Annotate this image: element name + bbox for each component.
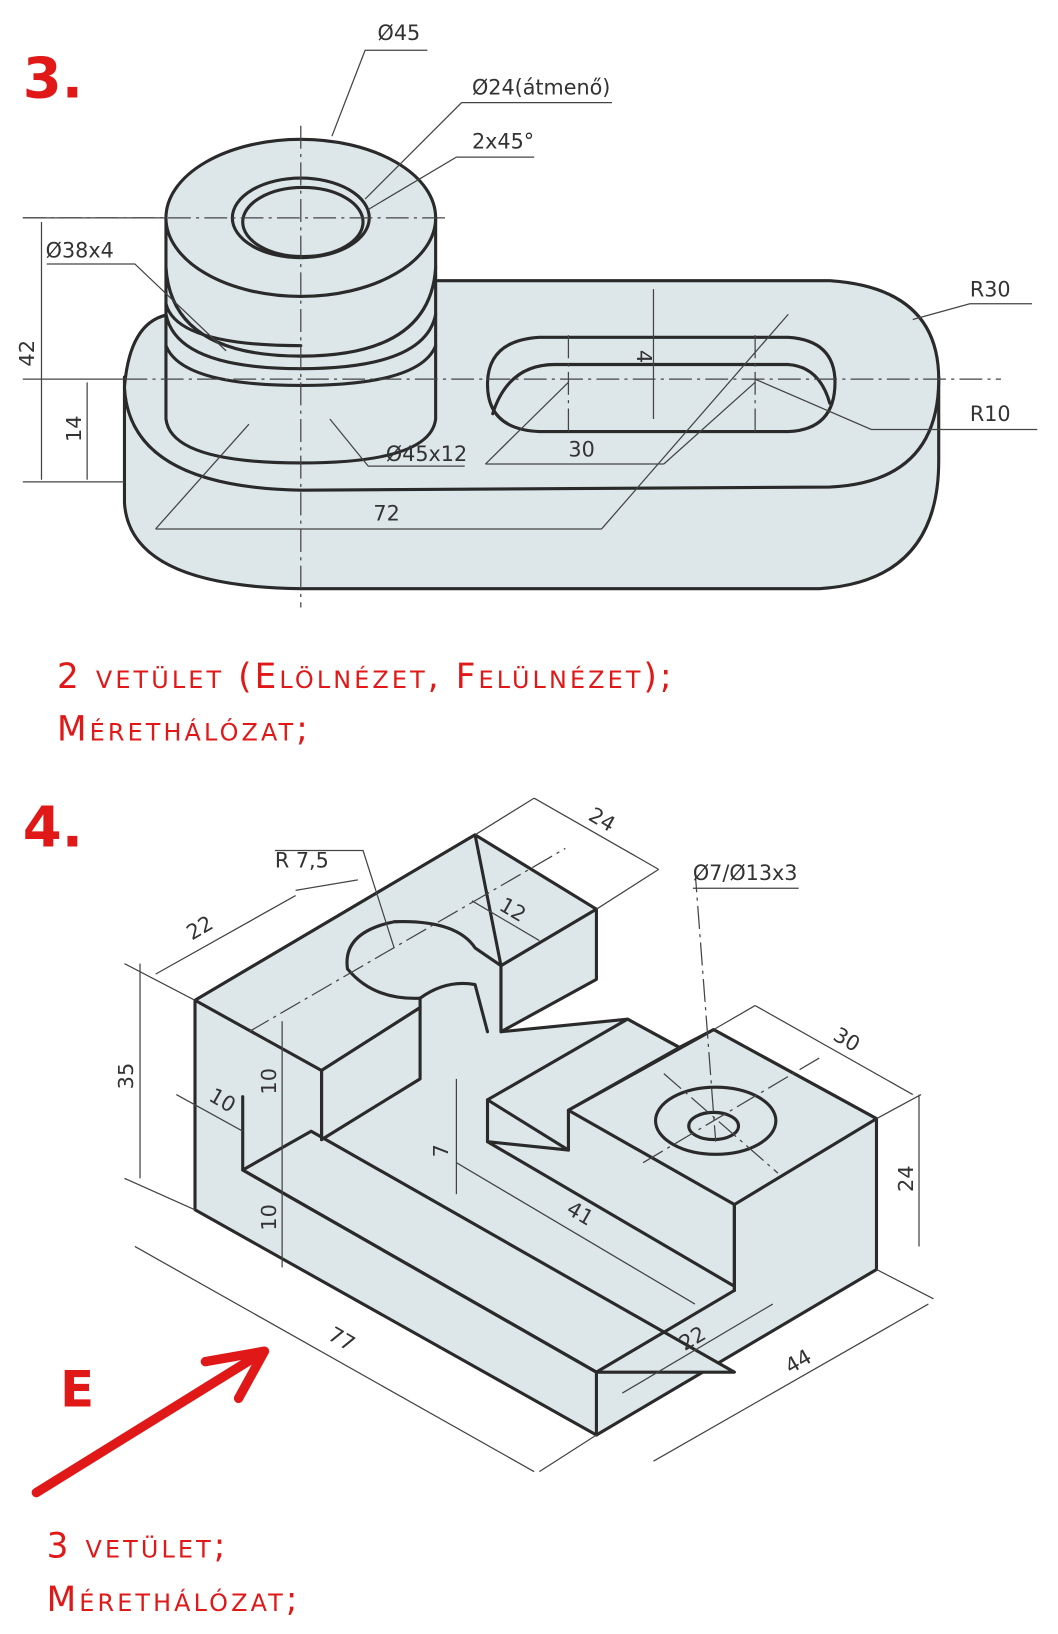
part-4-drawing: 24 R 7,5 22 12 Ø7/Ø13x3 35 10 10 10 30 7… — [114, 797, 934, 1473]
exercise-3-task-line-2: Mérethálózat; — [57, 709, 311, 749]
slot-inner-edge — [491, 362, 832, 416]
dim-chamfer: 2x45° — [472, 130, 534, 154]
dim-r30: R30 — [970, 277, 1011, 301]
dim-d45x12: Ø45x12 — [386, 442, 467, 466]
exercise-4-task-line-2: Mérethálózat; — [47, 1580, 301, 1620]
dim-w24: 24 — [585, 803, 620, 837]
part-3-drawing: Ø45 Ø24(átmenő) 2x45° Ø38x4 42 14 R30 R1… — [15, 21, 1038, 608]
exercise-4-task-line-1: 3 vetület; — [47, 1526, 229, 1566]
through-hole — [241, 185, 365, 259]
dimension-lines — [22, 49, 1038, 530]
dim-h42: 42 — [15, 340, 39, 367]
view-direction-label: E — [60, 1360, 94, 1418]
middle-platform-edges — [485, 1098, 736, 1288]
dim-d45: Ø45 — [378, 21, 421, 45]
dim-len77: 77 — [324, 1322, 359, 1356]
dim-slot-30: 30 — [568, 438, 594, 462]
hole — [687, 1110, 741, 1142]
exercise-3-task-line-1: 2 vetület (Elölnézet, Felülnézet); — [57, 657, 675, 697]
dim-r10: R10 — [970, 402, 1011, 426]
exercise-4-number: 4. — [23, 795, 83, 860]
dim-r75: R 7,5 — [275, 848, 329, 872]
dim-slot-4: 4 — [632, 350, 656, 363]
dim-10-upper: 10 — [257, 1068, 281, 1095]
dim-d38x4: Ø38x4 — [46, 239, 114, 263]
dim-10-lower: 10 — [257, 1204, 281, 1231]
upper-block-front — [499, 907, 598, 1034]
dim-h24: 24 — [894, 1165, 918, 1192]
dim-d22: 22 — [182, 911, 217, 945]
exercise-3-number: 3. — [23, 46, 83, 111]
dim-d7: 7 — [429, 1144, 453, 1157]
center-lines — [248, 847, 820, 1174]
dimension-lines — [124, 797, 934, 1473]
dim-hole: Ø7/Ø13x3 — [693, 861, 798, 885]
slot — [485, 335, 837, 434]
dim-d24-through: Ø24(átmenő) — [472, 75, 610, 99]
center-lines — [22, 125, 1001, 608]
dim-h14: 14 — [62, 415, 86, 442]
dim-d30: 30 — [829, 1023, 864, 1057]
counterbore — [653, 1085, 778, 1156]
view-direction-arrow-icon — [31, 1346, 270, 1498]
dim-len44: 44 — [781, 1344, 816, 1378]
dim-len72: 72 — [373, 501, 399, 525]
front-block-edges — [319, 981, 490, 1142]
dim-h35: 35 — [114, 1063, 138, 1090]
upper-top-face — [193, 833, 503, 1073]
